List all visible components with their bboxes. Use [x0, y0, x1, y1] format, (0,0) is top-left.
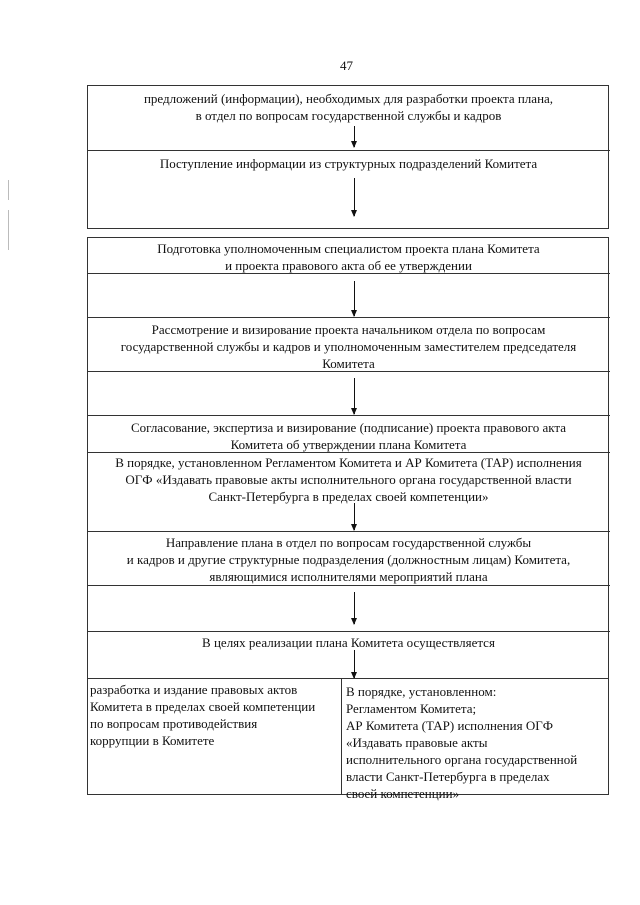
- scan-margin-mark: [8, 210, 9, 250]
- down-arrow-icon: [351, 650, 357, 679]
- step-6-text: В порядке, установленном Регламентом Ком…: [87, 454, 610, 505]
- text-line: разработка и издание правовых актов: [90, 682, 298, 697]
- divider: [87, 150, 610, 151]
- down-arrow-icon: [351, 281, 357, 317]
- divider: [87, 585, 610, 586]
- step-8-text: В целях реализации плана Комитета осущес…: [87, 634, 610, 651]
- flow-block-top: [87, 85, 609, 229]
- step-4-text: Рассмотрение и визирование проекта начал…: [87, 321, 610, 372]
- scan-margin-mark: [8, 180, 9, 200]
- divider: [87, 415, 610, 416]
- text-line: В целях реализации плана Комитета осущес…: [202, 635, 495, 650]
- text-line: «Издавать правовые акты: [346, 735, 488, 750]
- down-arrow-icon: [351, 126, 357, 148]
- divider: [87, 273, 610, 274]
- text-line: Комитета об утверждении плана Комитета: [230, 437, 467, 452]
- text-line: коррупции в Комитете: [90, 733, 215, 748]
- text-line: Рассмотрение и визирование проекта начал…: [151, 322, 546, 337]
- text-line: Подготовка уполномоченным специалистом п…: [157, 241, 540, 256]
- bottom-right-cell: В порядке, установленном: Регламентом Ко…: [346, 683, 608, 802]
- bottom-left-cell: разработка и издание правовых актов Коми…: [90, 681, 340, 749]
- divider: [87, 531, 610, 532]
- text-line: Поступление информации из структурных по…: [159, 156, 538, 171]
- text-line: В порядке, установленном Регламентом Ком…: [115, 455, 582, 470]
- column-divider: [341, 678, 342, 795]
- divider: [87, 317, 610, 318]
- page-number: 47: [340, 58, 353, 73]
- step-2-text: Поступление информации из структурных по…: [87, 155, 610, 172]
- text-line: Регламентом Комитета;: [346, 701, 477, 716]
- text-line: Комитета в пределах своей компетенции: [90, 699, 316, 714]
- text-line: и кадров и другие структурные подразделе…: [126, 552, 571, 567]
- text-line: по вопросам противодействия: [90, 716, 258, 731]
- divider: [87, 631, 610, 632]
- text-line: Согласование, экспертиза и визирование (…: [131, 420, 566, 435]
- text-line: АР Комитета (ТАР) исполнения ОГФ: [346, 718, 554, 733]
- text-line: Комитета: [322, 356, 375, 371]
- text-line: исполнительного органа государственной: [346, 752, 578, 767]
- text-line: в отдел по вопросам государственной служ…: [195, 108, 502, 123]
- text-line: Санкт-Петербурга в пределах своей компет…: [208, 489, 489, 504]
- text-line: В порядке, установленном:: [346, 684, 497, 699]
- step-1-text: предложений (информации), необходимых дл…: [87, 90, 610, 124]
- text-line: Направление плана в отдел по вопросам го…: [165, 535, 532, 550]
- down-arrow-icon: [351, 178, 357, 217]
- divider: [87, 371, 610, 372]
- step-3-text: Подготовка уполномоченным специалистом п…: [87, 240, 610, 274]
- text-line: власти Санкт-Петербурга в пределах: [346, 769, 550, 784]
- text-line: своей компетенции»: [346, 786, 460, 801]
- bottom-table: [87, 678, 609, 795]
- divider: [87, 452, 610, 453]
- step-7-text: Направление плана в отдел по вопросам го…: [87, 534, 610, 585]
- text-line: государственной службы и кадров и уполно…: [120, 339, 577, 354]
- down-arrow-icon: [351, 378, 357, 415]
- text-line: являющимися исполнителями мероприятий пл…: [209, 569, 488, 584]
- step-5-text: Согласование, экспертиза и визирование (…: [87, 419, 610, 453]
- text-line: предложений (информации), необходимых дл…: [143, 91, 554, 106]
- text-line: и проекта правового акта об ее утвержден…: [225, 258, 472, 273]
- down-arrow-icon: [351, 503, 357, 531]
- down-arrow-icon: [351, 592, 357, 625]
- text-line: ОГФ «Издавать правовые акты исполнительн…: [125, 472, 572, 487]
